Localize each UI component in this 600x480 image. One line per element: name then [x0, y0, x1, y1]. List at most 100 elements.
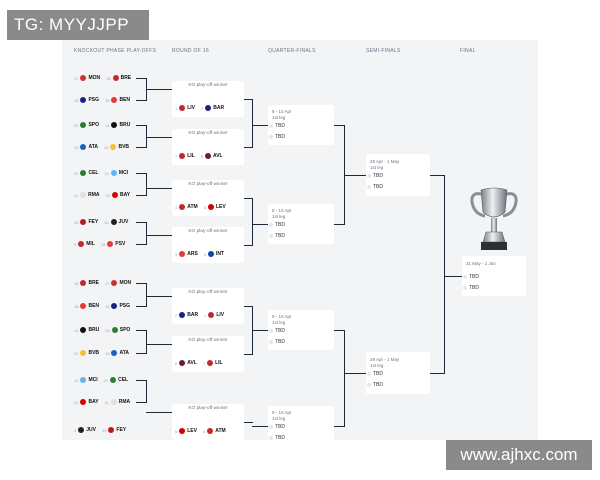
club-crest-icon	[108, 427, 115, 433]
team-code: MON	[119, 280, 132, 286]
seed-number: 21	[103, 377, 109, 383]
club-crest-icon	[110, 399, 117, 405]
team-code: SPO	[88, 122, 100, 128]
team-code: RMA	[118, 399, 131, 405]
bracket-connector-line	[252, 99, 253, 148]
club-crest-icon	[80, 122, 87, 128]
leg-label: 1st leg	[272, 320, 286, 325]
bracket-connector-line	[136, 283, 146, 284]
seed-number: 22	[105, 192, 110, 198]
club-crest-icon	[111, 280, 118, 286]
seed-number: 18	[74, 303, 79, 309]
team-code: ATM	[187, 204, 198, 210]
match-date: 8 - 10 Apr	[272, 410, 292, 415]
seed-number: 17	[105, 280, 110, 286]
club-crest-icon	[207, 428, 214, 434]
watermark-bottom-right: www.ajhxc.com	[446, 440, 592, 470]
leg-label: 1st leg	[272, 416, 286, 421]
column-header-semi-finals: SEMI-FINALS	[366, 48, 401, 54]
bracket-connector-line	[136, 195, 146, 196]
ko-playoff-winner-label: KO play-off winner	[188, 338, 228, 343]
column-header-playoffs: KNOCKOUT PHASE PLAY-OFFS	[74, 48, 157, 54]
club-crest-icon	[78, 427, 85, 433]
club-crest-icon	[80, 399, 87, 405]
bracket-connector-line	[344, 330, 345, 427]
team-code: ATA	[119, 350, 130, 356]
seed-number: 19	[101, 427, 107, 433]
bracket-connector-line	[146, 222, 147, 245]
bracket-connector-line	[146, 125, 147, 148]
team-code: LIL	[215, 360, 223, 366]
bracket-connector-line	[334, 426, 344, 427]
team-code: JUV	[118, 219, 129, 225]
team-tbd: TBD	[367, 173, 383, 179]
bracket-connector-line	[136, 330, 146, 331]
club-crest-icon	[204, 153, 211, 159]
seed-number: 12	[104, 170, 109, 176]
bracket-connector-line	[244, 422, 252, 423]
seed-number: 4	[175, 204, 178, 210]
club-crest-icon	[208, 251, 215, 257]
club-crest-icon	[179, 153, 186, 159]
team-code: BAY	[120, 192, 131, 198]
bracket-connector-line	[136, 244, 146, 245]
team-code: BAR	[187, 312, 199, 318]
club-crest-icon	[179, 204, 186, 210]
club-crest-icon	[80, 144, 87, 150]
bracket-connector-line	[252, 224, 268, 225]
seed-number: 21	[74, 170, 79, 176]
bracket-connector-line	[252, 422, 253, 423]
leg-label: 1st leg	[272, 214, 286, 219]
bracket-connector-line	[430, 175, 444, 176]
club-crest-icon	[80, 303, 87, 309]
club-crest-icon	[205, 105, 212, 111]
seed-number: 14	[105, 122, 110, 128]
team-code: ATM	[215, 428, 226, 434]
ko-playoff-winner-label: KO play-off winner	[188, 290, 228, 295]
team-tbd: TBD	[269, 328, 285, 334]
ko-playoff-winner-label: KO play-off winner	[188, 182, 228, 187]
seed-number: 12	[74, 377, 79, 383]
seed-number: 18	[100, 241, 106, 247]
team-tbd: TBD	[269, 424, 285, 430]
team-tbd: TBD	[269, 222, 285, 228]
team-code: MIL	[86, 241, 95, 247]
seed-number: 13	[74, 144, 79, 150]
